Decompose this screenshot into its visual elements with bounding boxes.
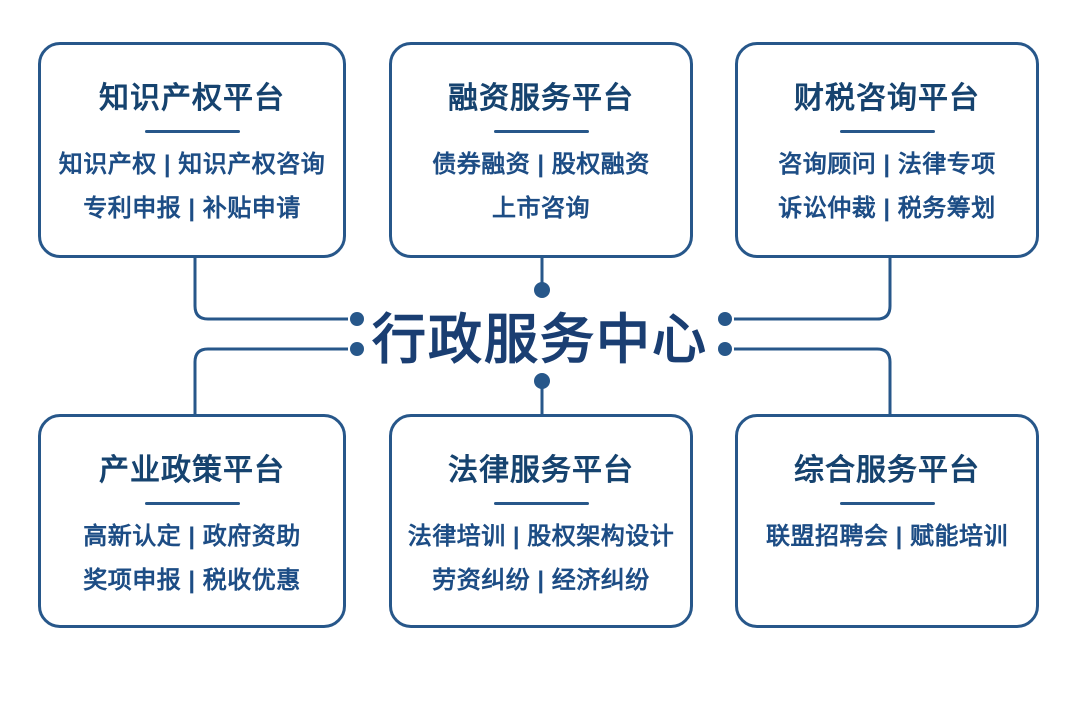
connector-top-left xyxy=(193,258,348,321)
platform-service-line: 债券融资 | 股权融资 xyxy=(432,151,650,178)
platform-services: 高新认定 | 政府资助 奖项申报 | 税收优惠 xyxy=(83,505,301,593)
platform-service-line: 法律培训 | 股权架构设计 xyxy=(407,523,675,550)
divider-line xyxy=(493,502,589,505)
platform-services: 债券融资 | 股权融资 上市咨询 xyxy=(432,133,650,221)
platform-box-industry-policy: 产业政策平台 高新认定 | 政府资助 奖项申报 | 税收优惠 xyxy=(38,414,346,628)
platform-box-finance-tax-consulting: 财税咨询平台 咨询顾问 | 法律专项 诉讼仲裁 | 税务筹划 xyxy=(735,42,1039,258)
platform-services: 联盟招聘会 | 赋能培训 xyxy=(766,505,1008,549)
platform-title: 融资服务平台 xyxy=(448,82,634,115)
platform-service-line: 联盟招聘会 | 赋能培训 xyxy=(765,523,1009,550)
connector-top-right xyxy=(734,258,892,321)
connector-dot xyxy=(534,373,550,389)
platform-title: 产业政策平台 xyxy=(99,454,285,487)
platform-service-line: 咨询顾问 | 法律专项 xyxy=(778,151,996,178)
platform-box-comprehensive-service: 综合服务平台 联盟招聘会 | 赋能培训 xyxy=(735,414,1039,628)
platform-services: 咨询顾问 | 法律专项 诉讼仲裁 | 税务筹划 xyxy=(778,133,996,221)
platform-title: 综合服务平台 xyxy=(794,454,980,487)
platform-service-line: 奖项申报 | 税收优惠 xyxy=(83,567,301,594)
center-hub-title: 行政服务中心 xyxy=(372,310,708,370)
platform-title: 知识产权平台 xyxy=(99,82,285,115)
divider-line xyxy=(144,130,240,133)
platform-service-line: 知识产权 | 知识产权咨询 xyxy=(58,151,326,178)
platform-service-line: 诉讼仲裁 | 税务筹划 xyxy=(778,195,996,222)
platform-box-financing-service: 融资服务平台 债券融资 | 股权融资 上市咨询 xyxy=(389,42,693,258)
platform-service-line: 高新认定 | 政府资助 xyxy=(83,523,301,550)
divider-line xyxy=(839,130,935,133)
platform-service-line: 劳资纠纷 | 经济纠纷 xyxy=(432,567,650,594)
platform-service-line: 上市咨询 xyxy=(492,195,590,222)
platform-box-legal-service: 法律服务平台 法律培训 | 股权架构设计 劳资纠纷 | 经济纠纷 xyxy=(389,414,693,628)
platform-title: 财税咨询平台 xyxy=(794,82,980,115)
platform-title: 法律服务平台 xyxy=(448,454,634,487)
divider-line xyxy=(839,502,935,505)
connector-dot xyxy=(534,282,550,298)
divider-line xyxy=(144,502,240,505)
platform-services: 知识产权 | 知识产权咨询 专利申报 | 补贴申请 xyxy=(59,133,326,221)
platform-box-intellectual-property: 知识产权平台 知识产权 | 知识产权咨询 专利申报 | 补贴申请 xyxy=(38,42,346,258)
divider-line xyxy=(493,130,589,133)
platform-service-line: 专利申报 | 补贴申请 xyxy=(83,195,301,222)
platform-services: 法律培训 | 股权架构设计 劳资纠纷 | 经济纠纷 xyxy=(408,505,675,593)
